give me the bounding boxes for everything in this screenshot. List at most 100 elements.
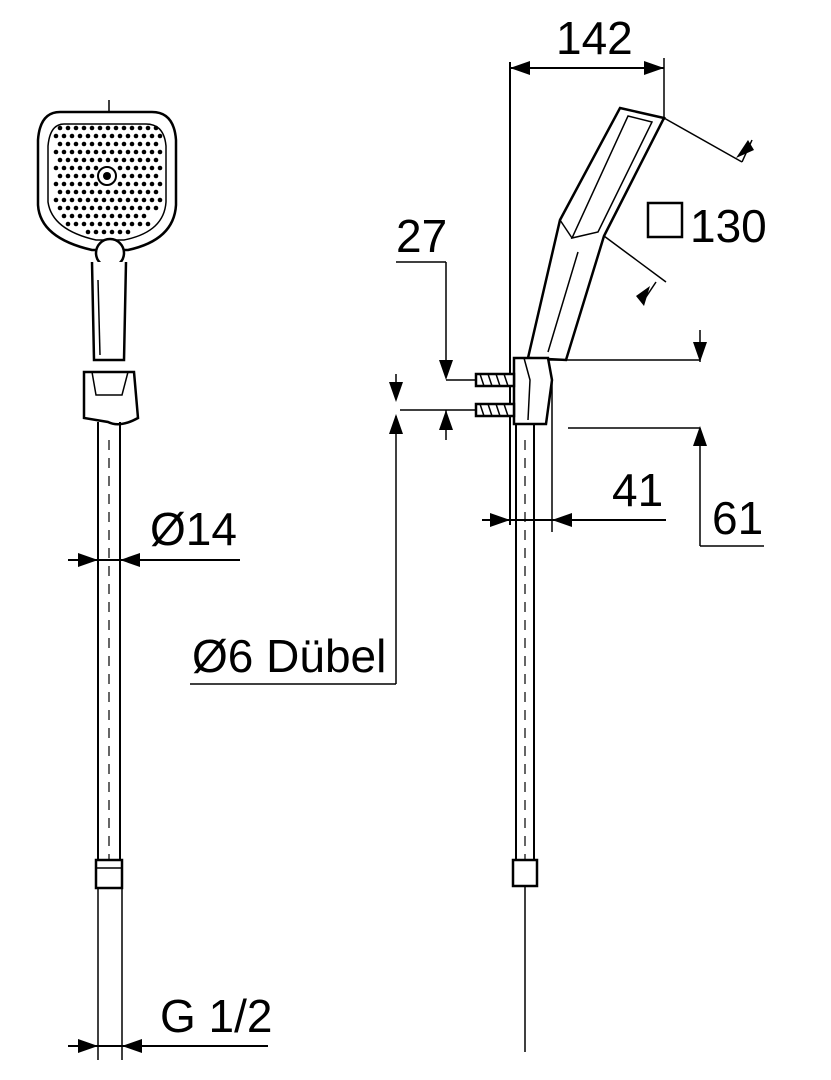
nozzle-dot — [73, 221, 79, 227]
nozzle-dot — [129, 221, 135, 227]
nozzle-dot — [89, 189, 95, 195]
nozzle-dot — [137, 205, 143, 211]
nozzle-dot — [85, 197, 91, 203]
dim-130: 130 — [603, 117, 767, 306]
nozzle-dot — [157, 133, 163, 139]
handle — [90, 261, 128, 362]
nozzle-dot — [85, 165, 91, 171]
nozzle-dot — [137, 125, 143, 131]
nozzle-dot — [133, 149, 139, 155]
nozzle-dot — [81, 141, 87, 147]
nozzle-dot — [133, 181, 139, 187]
nozzle-dot — [129, 205, 135, 211]
square-icon — [646, 201, 684, 239]
shower-head-inner — [47, 123, 167, 241]
nozzle-dot — [109, 133, 115, 139]
nozzle-dot — [141, 133, 147, 139]
nozzle-dot — [61, 213, 67, 219]
nozzle-dot — [157, 197, 163, 203]
nozzle-dot — [105, 189, 111, 195]
nozzle-dot — [141, 213, 147, 219]
nozzle-dot — [57, 157, 63, 163]
depth-27-label: 27 — [396, 210, 447, 262]
nozzle-dot — [125, 181, 131, 187]
nozzle-dot — [97, 141, 103, 147]
nozzle-dot — [117, 229, 123, 235]
nozzle-dot — [97, 205, 103, 211]
nozzle-dot — [117, 197, 123, 203]
nozzle-dot — [153, 157, 159, 163]
nozzle-dot — [117, 149, 123, 155]
dim-hose-diameter: Ø14 — [68, 503, 240, 567]
nozzle-dot — [69, 181, 75, 187]
nozzle-dot — [145, 205, 151, 211]
nozzle-dot — [149, 181, 155, 187]
nozzle-dot — [81, 173, 87, 179]
nozzle-dot — [65, 189, 71, 195]
hose-nut — [94, 858, 124, 890]
nozzle-dot — [133, 197, 139, 203]
nozzle-dot — [85, 133, 91, 139]
nozzle-dot — [93, 213, 99, 219]
head-130-label: 130 — [690, 200, 767, 252]
nozzle-dot — [117, 165, 123, 171]
nozzle-dot — [125, 165, 131, 171]
nozzle-dot — [121, 157, 127, 163]
nozzle-dot — [93, 165, 99, 171]
side-hose-nut — [511, 858, 539, 888]
nozzle-dot — [113, 205, 119, 211]
nozzle-dot — [101, 149, 107, 155]
nozzle-dot — [57, 125, 63, 131]
nozzle-dot — [125, 229, 131, 235]
nozzle-dot — [57, 205, 63, 211]
nozzle-dot — [141, 181, 147, 187]
nozzle-dot — [69, 133, 75, 139]
nozzle-dot — [105, 157, 111, 163]
nozzle-dot — [109, 213, 115, 219]
nozzle-dot — [77, 133, 83, 139]
nozzle-dot — [125, 133, 131, 139]
nozzle-dot — [61, 165, 67, 171]
nozzle-dot — [73, 173, 79, 179]
nozzle-dot — [77, 165, 83, 171]
nozzle-dot — [145, 173, 151, 179]
wall-bracket — [512, 356, 554, 426]
nozzle-dot — [93, 149, 99, 155]
nozzle-dot — [133, 165, 139, 171]
nozzle-dot — [125, 197, 131, 203]
nozzle-dot — [105, 205, 111, 211]
nozzle-dot — [85, 181, 91, 187]
nozzle-dot — [61, 197, 67, 203]
nozzle-dot — [157, 181, 163, 187]
nozzle-dot — [57, 173, 63, 179]
nozzle-dot — [145, 189, 151, 195]
nozzle-dot — [65, 221, 71, 227]
dowel-label: Ø6 Dübel — [192, 630, 386, 682]
nozzle-dot — [153, 189, 159, 195]
nozzle-dot — [61, 181, 67, 187]
nozzle-dot — [121, 141, 127, 147]
nozzle-dot — [145, 221, 151, 227]
dim-61: 61 — [548, 330, 764, 547]
nozzle-dot — [69, 197, 75, 203]
nozzle-dot — [141, 197, 147, 203]
dim-27: 27 — [396, 210, 453, 440]
nozzle-dot — [93, 133, 99, 139]
nozzle-dot — [69, 213, 75, 219]
nozzle-dot — [93, 181, 99, 187]
nozzle-dot — [89, 221, 95, 227]
nozzle-dot — [105, 221, 111, 227]
nozzle-dot — [81, 205, 87, 211]
nozzle-dot — [69, 149, 75, 155]
nozzle-dot — [129, 157, 135, 163]
nozzle-dot — [129, 173, 135, 179]
nozzle-dot — [85, 229, 91, 235]
nozzle-dot — [109, 197, 115, 203]
nozzle-pattern — [53, 125, 163, 235]
front-view: Ø14 G 1/2 — [36, 100, 273, 1060]
nozzle-dot — [113, 157, 119, 163]
nozzle-dot — [137, 173, 143, 179]
nozzle-dot — [149, 165, 155, 171]
nozzle-dot — [85, 213, 91, 219]
